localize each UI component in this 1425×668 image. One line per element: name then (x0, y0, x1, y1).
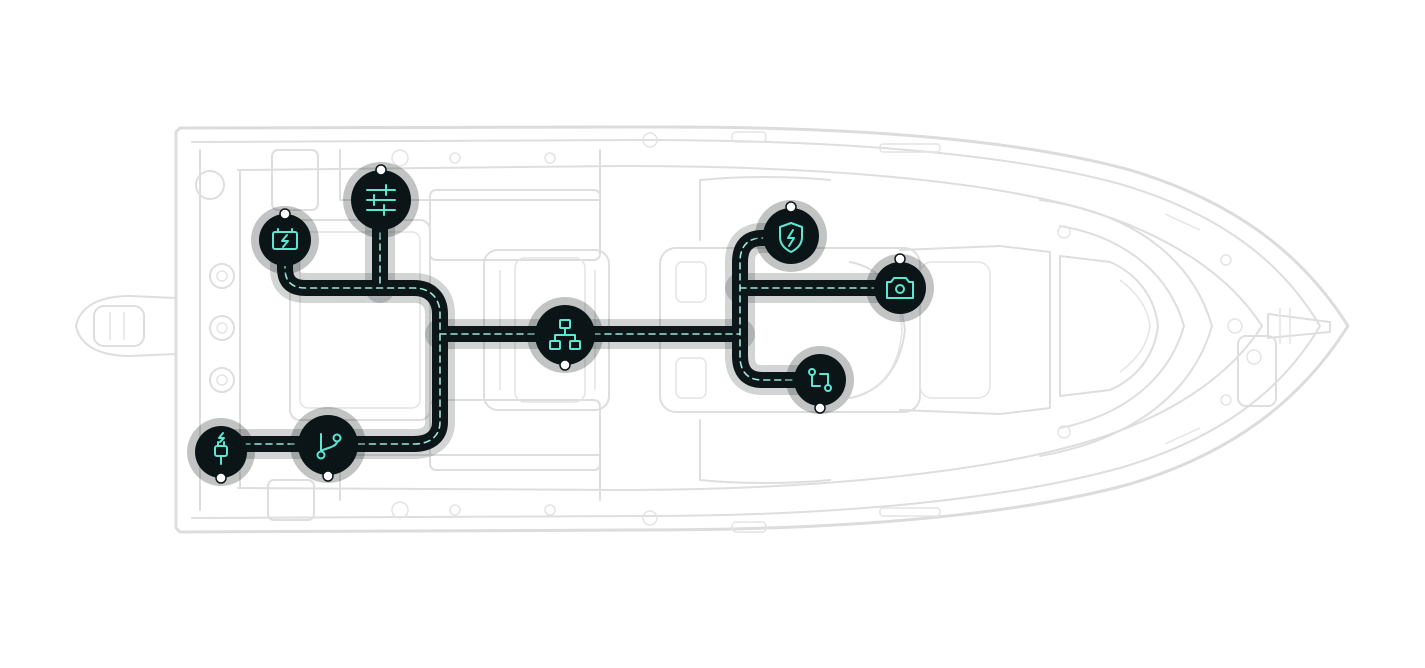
protection-node[interactable] (755, 200, 827, 272)
sliders-icon (366, 184, 396, 216)
plug-icon (214, 432, 228, 465)
git-compare-icon (808, 368, 832, 392)
network-node[interactable] (527, 297, 603, 373)
battery-node[interactable] (251, 206, 319, 274)
network-hierarchy-icon (549, 319, 581, 350)
battery-charging-icon (272, 228, 298, 250)
branch-node[interactable] (290, 407, 366, 483)
controls-node[interactable] (343, 162, 419, 238)
power-plug-node[interactable] (187, 418, 255, 486)
camera-rotate-icon (886, 277, 914, 299)
git-branch-icon (316, 433, 342, 460)
shield-bolt-icon (779, 222, 803, 253)
connection-node[interactable] (786, 346, 854, 414)
camera-rotate-node[interactable] (866, 253, 934, 322)
